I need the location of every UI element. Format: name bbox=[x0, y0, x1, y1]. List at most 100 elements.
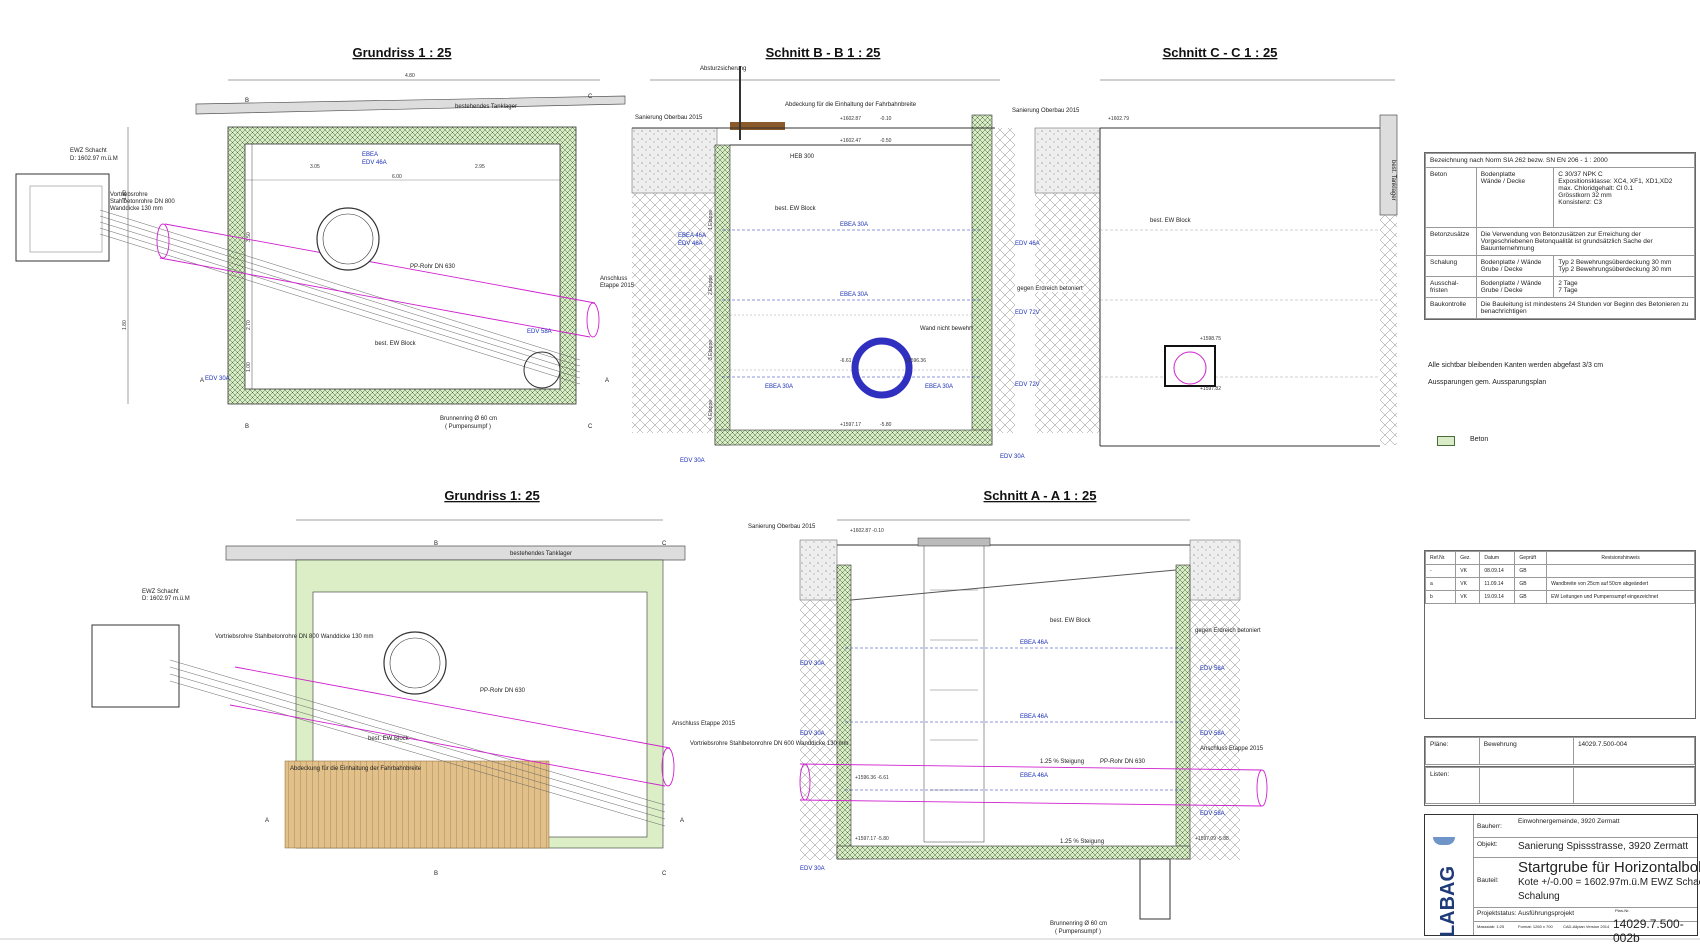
cell: 19.09.14 bbox=[1479, 590, 1516, 604]
bauteil-value: Startgrube für Horizontalbohrung bbox=[1518, 859, 1700, 876]
cell: VK bbox=[1455, 590, 1481, 604]
rebar-label: EDV 46A bbox=[362, 160, 387, 166]
col-header: Geprüft bbox=[1514, 551, 1548, 565]
kote-label: +1602.87 -0.10 bbox=[850, 528, 884, 534]
pipe-label: PP-Rohr DN 630 bbox=[410, 264, 456, 270]
rebar-label: EBEA 46A bbox=[678, 233, 706, 239]
lists-table: Listen: bbox=[1424, 766, 1696, 806]
spec-label: Beton bbox=[1425, 167, 1477, 228]
cell: VK bbox=[1455, 577, 1481, 591]
abdeckung-label: Abdeckung für die Einhaltung der Fahrbah… bbox=[290, 766, 422, 772]
dim-label: 2.95 bbox=[475, 164, 485, 170]
bauteil-label: Bauteil: bbox=[1477, 877, 1499, 884]
kote-label: +1597.17 bbox=[840, 422, 861, 428]
cell: GB bbox=[1514, 590, 1548, 604]
kote-label: -0.50 bbox=[880, 138, 892, 144]
labag-logo: LABAG bbox=[1425, 815, 1474, 937]
cell: - bbox=[1424, 564, 1457, 578]
rebar-label: EDV 46A bbox=[678, 241, 703, 247]
bauherr-value: Einwohnergemeinde, 3920 Zermatt bbox=[1518, 818, 1620, 825]
rebar-label: EBEA 30A bbox=[925, 384, 953, 390]
dim-label: 4.80 bbox=[405, 73, 415, 79]
ewz-label: EWZ Schacht bbox=[142, 589, 179, 595]
section-marker: A bbox=[605, 378, 609, 384]
vortrieb-label: Wanddicke 130 mm bbox=[110, 206, 163, 212]
dim-label: 2.70 bbox=[246, 320, 252, 330]
spec-value: Die Bauleitung ist mindestens 24 Stunden… bbox=[1475, 297, 1696, 319]
section-marker: A bbox=[680, 818, 684, 824]
steigung-label: 1.25 % Steigung bbox=[1060, 839, 1104, 845]
rebar-label: EDV 46A bbox=[1015, 241, 1040, 247]
plans-label: Pläne: bbox=[1425, 737, 1480, 765]
ewz-label: EWZ Schacht bbox=[70, 148, 107, 154]
etappe-label: 1.Etappe bbox=[708, 210, 714, 230]
sanierung-label: Sanierung Oberbau 2015 bbox=[748, 524, 816, 530]
section-marker: A bbox=[265, 818, 269, 824]
section-marker: B bbox=[434, 871, 438, 877]
wand-label: Wand nicht bewehrt bbox=[920, 326, 973, 332]
etappe-label: 2.Etappe bbox=[708, 275, 714, 295]
schalung-value: Schalung bbox=[1518, 891, 1560, 902]
view-title: Schnitt B - B 1 : 25 bbox=[766, 45, 881, 60]
rebar-label: EBEA bbox=[362, 152, 378, 158]
spec-value: Bodenplatte / Wände Grube / Decke bbox=[1475, 255, 1555, 277]
lists-label: Listen: bbox=[1425, 767, 1480, 804]
erdreich-label: gegen Erdreich betoniert bbox=[1195, 628, 1261, 634]
dim-label: 1.00 bbox=[246, 362, 252, 372]
ew-block-label: best. EW Block bbox=[1150, 218, 1192, 224]
rebar-label: EBEA 46A bbox=[1020, 773, 1048, 779]
kote-label: +1602.87 bbox=[840, 116, 861, 122]
status-label: Projektstatus: bbox=[1477, 910, 1517, 917]
vortrieb-label: Vortriebsrohre Stahlbetonrohre DN 800 Wa… bbox=[215, 634, 374, 640]
title-block: LABAG Bauherr: Einwohnergemeinde, 3920 Z… bbox=[1424, 814, 1700, 945]
view-schnitt-cc: Schnitt C - C 1 : 25 Sanierung Oberbau 2… bbox=[1012, 45, 1398, 447]
section-marker: C bbox=[662, 541, 667, 547]
status-value: Ausführungsprojekt bbox=[1518, 910, 1575, 917]
kote-label: -6.61 bbox=[840, 358, 852, 364]
vortrieb-label: Vortriebsrohre Stahlbetonrohre DN 600 Wa… bbox=[690, 741, 849, 747]
cell: 08.09.14 bbox=[1479, 564, 1516, 578]
rebar-label: EBEA 30A bbox=[765, 384, 793, 390]
plans-number: 14029.7.500-004 bbox=[1572, 737, 1696, 765]
view-title: Schnitt C - C 1 : 25 bbox=[1163, 45, 1278, 60]
rebar-label: EBEA 30A bbox=[840, 222, 868, 228]
rebar-label: EDV 58A bbox=[1200, 731, 1225, 737]
anschluss-label: Anschluss Etappe 2015 bbox=[672, 721, 736, 727]
section-marker: C bbox=[662, 871, 667, 877]
ewz-kote: D: 1602.97 m.ü.M bbox=[142, 596, 190, 602]
tank-label: bestehendes Tanklager bbox=[510, 551, 572, 557]
col-header: Ref.Nr. bbox=[1424, 551, 1457, 565]
heb-label: HEB 300 bbox=[790, 154, 815, 160]
cell: a bbox=[1424, 577, 1457, 591]
kote-label: +1598.75 bbox=[1200, 336, 1221, 342]
view-grundriss-bottom: Grundriss 1: 25 bestehendes Tanklager EW… bbox=[91, 488, 736, 877]
revision-header-row: Ref.Nr. Gez. Datum Geprüft Revisionshinw… bbox=[1424, 551, 1695, 565]
brunnen-label: Brunnenring Ø 60 cm bbox=[440, 416, 497, 422]
view-schnitt-aa: Schnitt A - A 1 : 25 Sanierung Oberbau 2… bbox=[690, 488, 1268, 935]
massstab: Massstab: 1:25 bbox=[1477, 924, 1505, 929]
dim-label: 3.50 bbox=[246, 232, 252, 242]
section-marker: B bbox=[245, 98, 249, 104]
spec-value: Bodenplatte Wände / Decke bbox=[1475, 167, 1555, 228]
col-header: Datum bbox=[1479, 551, 1516, 565]
tank-label: bestehendes Tanklager bbox=[455, 104, 517, 110]
cell: Wandbreite von 25cm auf 50cm abgeändert bbox=[1546, 577, 1695, 591]
pumpensumpf-label: ( Pumpensumpf ) bbox=[445, 424, 491, 430]
rebar-label: EDV 30A bbox=[800, 731, 825, 737]
cell: EW Leitungen und Pumpensumpf eingezeichn… bbox=[1546, 590, 1695, 604]
spec-value: 2 Tage 7 Tage bbox=[1553, 276, 1695, 298]
cad-version: CAD-Allplan Version 2014 bbox=[1563, 924, 1610, 929]
dim-label: 1.80 bbox=[122, 320, 128, 330]
anschluss-label: Anschluss Etappe 2015 bbox=[1200, 746, 1264, 752]
dim-label: 3.05 bbox=[310, 164, 320, 170]
kote-label: +1596.36 -6.61 bbox=[855, 775, 889, 781]
concrete-spec-table: Bezeichnung nach Norm SIA 262 bezw. SN E… bbox=[1424, 152, 1696, 320]
col-header: Revisionshinweis bbox=[1546, 551, 1695, 565]
dim-label: 6.00 bbox=[392, 174, 402, 180]
rebar-label: EDV 58A bbox=[1200, 666, 1225, 672]
section-marker: B bbox=[245, 424, 249, 430]
etappe-label: 3.Etappe bbox=[708, 340, 714, 360]
note-aussparungen: Aussparungen gem. Aussparungsplan bbox=[1428, 379, 1547, 386]
etappe-label: Etappe 2015 bbox=[600, 283, 635, 289]
